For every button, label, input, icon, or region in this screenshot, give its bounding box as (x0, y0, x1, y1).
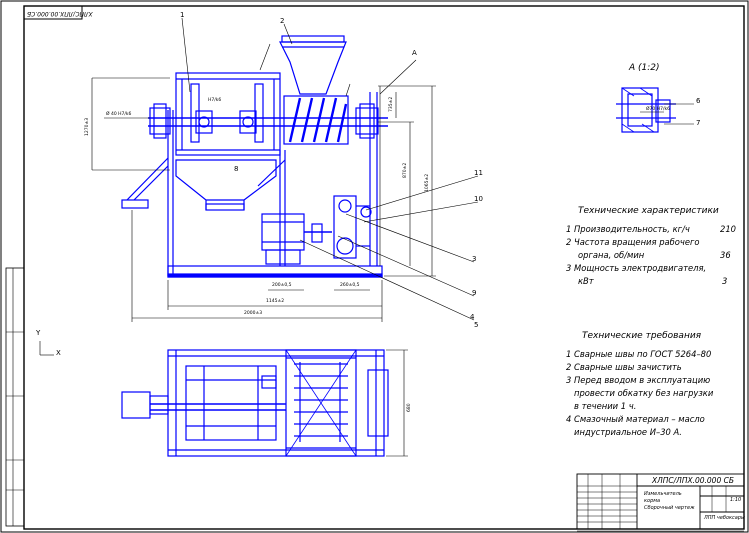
title-block (576, 473, 745, 530)
tech-req-line: в течении 1 ч. (574, 401, 637, 411)
view-marker-a: А (412, 49, 417, 57)
part-number-9: 9 (472, 289, 477, 297)
tech-spec-line: 1 Производительность, кг/ч (566, 224, 690, 234)
dim-frame-offset: 260±0,5 (340, 283, 360, 288)
dim-shaft-height: 870±2 (403, 162, 408, 178)
dim-base-length: 1145±2 (266, 299, 285, 304)
dim-overall-length: 2000±3 (244, 311, 263, 316)
title-block-scale: 1:10 (730, 497, 742, 503)
part-number-2: 2 (280, 17, 285, 25)
dim-motor-width: 200±0,5 (272, 283, 292, 288)
tech-req-line: 3 Перед вводом в эксплуатацию (566, 375, 711, 385)
fit-callout-section: Ø70 H7/k6 (646, 107, 670, 112)
axis-x-label: X (56, 349, 61, 357)
section-a-leaders (640, 103, 694, 125)
tech-spec-value: 210 (720, 224, 736, 234)
part-number-8: 8 (234, 165, 239, 173)
title-block-name: Сборочный чертеж (644, 505, 695, 511)
tech-req-line: индустриальное И–30 А. (574, 427, 682, 437)
part-number-3: 3 (472, 255, 477, 263)
plan-view (121, 349, 389, 457)
dim-plan-width: 680 (407, 403, 412, 412)
fit-callout-rotor: H7/k6 (208, 98, 222, 103)
tech-req-line: 4 Смазочный материал – масло (566, 414, 705, 424)
tech-req-line: 1 Сварные швы по ГОСТ 5264–80 (566, 349, 712, 359)
tech-req-title: Технические требования (582, 331, 702, 341)
dim-height-main: 1270±3 (85, 117, 90, 136)
corner-stamp-box (23, 5, 83, 20)
part-number-7: 7 (696, 119, 701, 127)
tech-specs-title: Технические характеристики (578, 206, 719, 216)
margin-strip (5, 267, 25, 527)
part-number-6: 6 (696, 97, 701, 105)
front-view (121, 35, 388, 278)
drawing-frame (23, 5, 745, 530)
part-number-11: 11 (474, 169, 483, 177)
tech-req-line: провести обкатку без нагрузки (574, 388, 714, 398)
axis-y-label: Y (36, 329, 41, 337)
dim-upper-b: 735±2 (389, 96, 394, 112)
section-a-label: А (1:2) (629, 63, 660, 73)
part-number-5: 5 (474, 321, 479, 329)
tech-req-line: 2 Сварные швы зачистить (566, 362, 682, 372)
title-block-org: ЛПП чебоксары (704, 515, 745, 521)
coordinate-axes (39, 341, 54, 356)
tech-spec-line: органа, об/мин (578, 250, 645, 260)
title-block-name: корма (644, 498, 661, 504)
tech-spec-value: 36 (720, 250, 731, 260)
corner-stamp-text: ХЛПС/ЛПХ.00.000.СБ (27, 10, 93, 17)
plan-dimensions (386, 349, 408, 457)
front-dimensions (91, 17, 479, 322)
part-number-10: 10 (474, 195, 483, 203)
title-block-code: ХЛПС/ЛПХ.00.000 СБ (652, 476, 734, 485)
tech-spec-line: кВт (578, 276, 594, 286)
dim-upper-a: 1065±2 (425, 173, 430, 192)
tech-spec-line: 3 Мощность электродвигателя, (566, 263, 707, 273)
part-number-4: 4 (470, 313, 475, 321)
title-block-name: Измельчитель (644, 491, 682, 497)
tech-spec-line: 2 Частота вращения рабочего (566, 237, 700, 247)
part-number-1: 1 (180, 11, 185, 19)
fit-callout-shaft: Ø 40 H7/k6 (106, 112, 132, 117)
tech-spec-value: 3 (722, 276, 728, 286)
